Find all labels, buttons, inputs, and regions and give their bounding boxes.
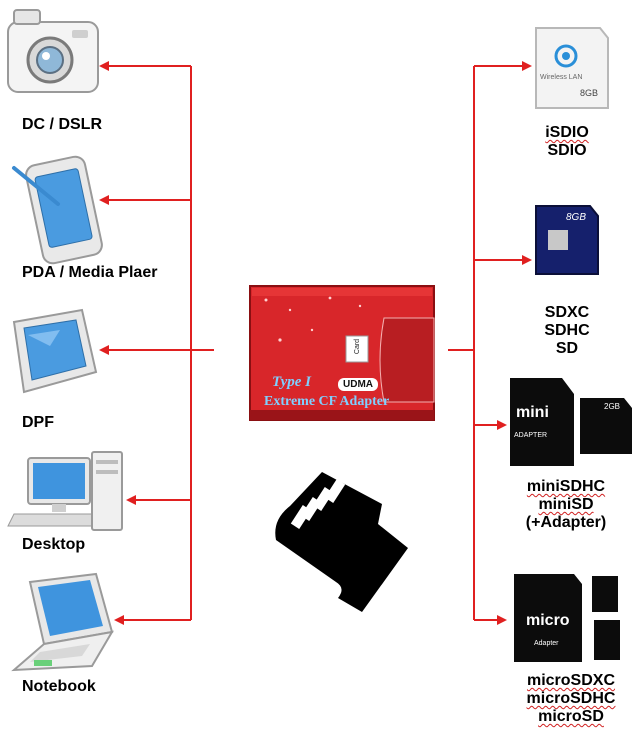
- minisd-size-text: 2GB: [604, 402, 621, 411]
- minisd-adapter-text: ADAPTER: [514, 432, 548, 439]
- sd-card-silhouette-icon: [275, 472, 408, 612]
- label-minisd-group: miniSDHC miniSD (+Adapter): [516, 478, 616, 532]
- wireless-card-text: Wireless LAN: [540, 74, 583, 81]
- label-sd-group: SDXC SDHC SD: [536, 304, 598, 358]
- label-sdhc: SDHC: [544, 322, 590, 339]
- label-plus-adapter: (+Adapter): [525, 514, 607, 531]
- label-dpf: DPF: [22, 414, 54, 431]
- sd-card-size: 8GB: [566, 212, 587, 223]
- label-dc-dslr: DC / DSLR: [22, 116, 102, 133]
- label-isdio: iSDIO: [545, 124, 589, 141]
- sd-card-icon: [535, 205, 599, 275]
- label-minisd: miniSD: [538, 496, 594, 513]
- label-sdxc: SDXC: [544, 304, 590, 321]
- microsd-adapter-text: Adapter: [534, 640, 559, 647]
- wireless-sd-card-icon: [535, 27, 609, 109]
- adapter-type-text: Type I: [272, 374, 312, 390]
- adapter-card-text: Card: [354, 338, 362, 355]
- minisd-card-icon: [510, 378, 632, 466]
- adapter-name-text: Extreme CF Adapter: [264, 394, 390, 409]
- laptop-icon: [11, 572, 114, 672]
- photo-frame-icon: [12, 308, 98, 394]
- label-desktop: Desktop: [22, 536, 86, 553]
- label-isdio-group: iSDIO SDIO: [536, 124, 598, 160]
- label-microsdhc: microSDHC: [526, 690, 616, 707]
- label-notebook: Notebook: [22, 678, 96, 695]
- label-pda-text: PDA / Media Plaer: [22, 264, 158, 281]
- adapter-udma-badge: UDMA: [338, 378, 378, 391]
- label-microsd-group: microSDXC microSDHC microSD: [512, 672, 630, 726]
- microsd-card-icon: [514, 574, 620, 662]
- label-sd: SD: [555, 340, 579, 357]
- desktop-computer-icon: [7, 451, 123, 531]
- label-microsd: microSD: [538, 708, 604, 725]
- label-pda: PDA / Media Plaer: [22, 264, 157, 282]
- label-microsdxc: microSDXC: [526, 672, 616, 689]
- label-minisdhc: miniSDHC: [526, 478, 606, 495]
- cf-adapter-icon: [249, 285, 435, 421]
- camera-icon: [7, 9, 99, 93]
- pda-icon: [12, 155, 103, 265]
- label-sdio: SDIO: [547, 142, 587, 159]
- microsd-brand-text: micro: [526, 612, 570, 629]
- minisd-brand-text: mini: [516, 404, 549, 421]
- wireless-card-size: 8GB: [580, 88, 599, 98]
